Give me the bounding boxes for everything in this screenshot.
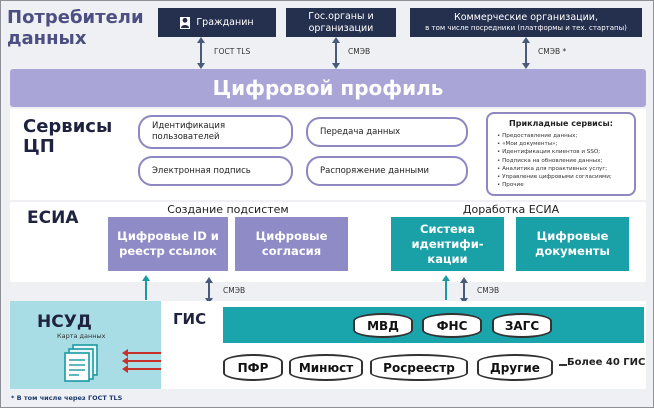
gis-other: Другие bbox=[477, 354, 553, 381]
digital-profile-banner: Цифровой профиль bbox=[10, 69, 646, 107]
arrow-gis-to-nsud-3 bbox=[122, 365, 171, 373]
connector-esia-gis-right bbox=[460, 277, 468, 304]
arrow-gis-to-nsud-2 bbox=[122, 357, 171, 365]
applied-service-item: Аналитика для проактивных услуг; bbox=[497, 165, 634, 173]
link-smev-label-2: СМЭВ * bbox=[538, 47, 567, 56]
consumer-commercial-label: Коммерческие организации, bbox=[454, 12, 598, 23]
applied-service-item: «Мои документы»; bbox=[497, 140, 634, 148]
service-identification: Идентификация пользователей bbox=[138, 115, 293, 149]
page-title: Потребители данных bbox=[7, 7, 144, 49]
footnote: * В том числе через ГОСТ TLS bbox=[11, 394, 123, 402]
applied-service-item: Идентификация клиентов и SSO; bbox=[497, 148, 634, 156]
esia-left-subtitle: Создание подсистем bbox=[167, 203, 289, 216]
connector-esia-gis-left bbox=[205, 277, 213, 304]
card-digital-id: Цифровые ID и реестр ссылок bbox=[108, 217, 228, 271]
consumer-government-label: Гос.органы и организации bbox=[308, 10, 374, 34]
gis-pfr: ПФР bbox=[223, 354, 283, 381]
data-map-icon bbox=[63, 343, 105, 383]
gis-mvd: МВД bbox=[353, 313, 413, 338]
link-smev-label-1: СМЭВ bbox=[348, 47, 371, 56]
service-data-management: Распоряжение данными bbox=[306, 156, 468, 186]
applied-service-item: Прочие bbox=[497, 181, 634, 189]
gis-zags: ЗАГС bbox=[492, 313, 552, 338]
services-heading: Сервисы ЦП bbox=[23, 116, 113, 157]
gis-fns: ФНС bbox=[422, 313, 482, 338]
consumer-government-box: Гос.органы и организации bbox=[286, 8, 396, 37]
user-icon bbox=[180, 16, 191, 29]
arrow-gis-to-nsud-1 bbox=[122, 349, 171, 357]
connector-esia-nsud bbox=[142, 275, 150, 300]
consumer-commercial-box: Коммерческие организации, в том числе по… bbox=[410, 8, 642, 37]
gis-heading: ГИС bbox=[173, 310, 207, 328]
applied-services-list: Предоставление данных; «Мои документы»; … bbox=[488, 132, 634, 189]
link-smev-label-left: СМЭВ bbox=[223, 286, 246, 295]
gis-rosreestr: Росреестр bbox=[370, 354, 468, 381]
card-digital-documents: Цифровые документы bbox=[516, 217, 629, 271]
consumer-citizen-label: Гражданин bbox=[196, 16, 254, 28]
service-data-transfer: Передача данных bbox=[306, 117, 468, 147]
nsud-heading: НСУД bbox=[37, 312, 92, 332]
link-gost-label: ГОСТ TLS bbox=[214, 47, 251, 56]
link-commercial-connector bbox=[522, 37, 530, 69]
gis-more-label: Более 40 ГИС bbox=[567, 357, 646, 368]
applied-service-item: Предоставление данных; bbox=[497, 132, 634, 140]
applied-service-item: Управление цифровыми согласиями; bbox=[497, 173, 634, 181]
gis-minjust: Минюст bbox=[289, 354, 363, 381]
consumer-commercial-note: в том числе посредники (платформы и тех.… bbox=[425, 24, 627, 32]
consumer-citizen-box: Гражданин bbox=[158, 8, 276, 37]
connector-esia-right bbox=[442, 275, 450, 300]
applied-service-item: Подписка на обновление данных; bbox=[497, 157, 634, 165]
card-digital-consents: Цифровые согласия bbox=[235, 217, 348, 271]
esia-heading: ЕСИА bbox=[27, 208, 79, 228]
link-citizen-connector bbox=[197, 37, 205, 69]
link-smev-label-right: СМЭВ bbox=[477, 286, 500, 295]
esia-right-subtitle: Доработка ЕСИА bbox=[462, 203, 560, 216]
gis-more-connector bbox=[559, 364, 567, 366]
nsud-subtitle: Карта данных bbox=[57, 332, 106, 340]
link-government-connector bbox=[332, 37, 340, 69]
applied-services-title: Прикладные сервисы: bbox=[509, 119, 613, 128]
applied-services-box: Прикладные сервисы: Предоставление данны… bbox=[486, 112, 636, 196]
card-identification-system: Система идентифи-кации bbox=[391, 217, 504, 271]
service-e-signature: Электронная подпись bbox=[138, 156, 293, 186]
